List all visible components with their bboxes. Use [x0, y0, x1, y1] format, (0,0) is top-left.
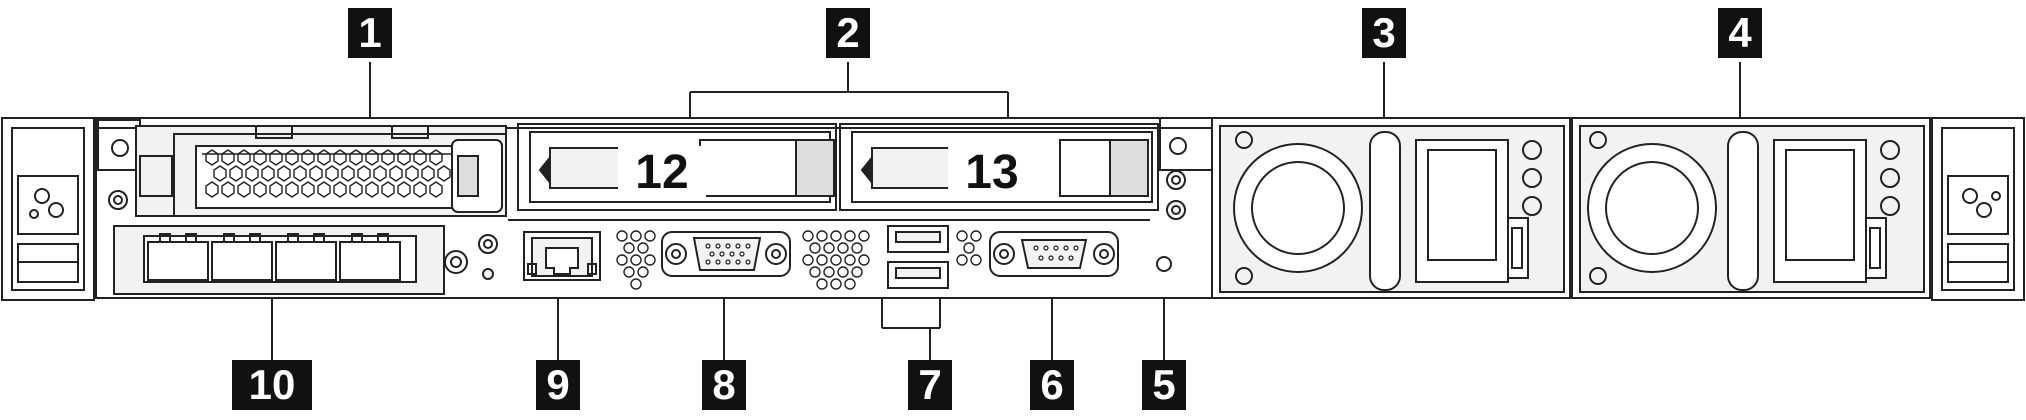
- right-rack-ear: [1931, 117, 2025, 301]
- callout-8: 8: [702, 360, 746, 410]
- vga-connector: [661, 231, 791, 277]
- nmi-button: [1156, 256, 1172, 272]
- pcie-slot-1-vent: [205, 149, 451, 198]
- callout-5: 5: [1142, 360, 1186, 410]
- network-adapter-slot: [113, 225, 468, 295]
- callout-1: 1: [348, 8, 392, 58]
- left-rack-ear: [1, 117, 95, 301]
- usb-ports: [887, 225, 949, 289]
- callout-7: 7: [908, 360, 952, 410]
- vent-grille-left: [616, 230, 656, 290]
- callout-3: 3: [1362, 8, 1406, 58]
- management-ethernet-port: [523, 231, 601, 281]
- drive-bay-12-label: 12: [618, 146, 706, 200]
- callout-9: 9: [536, 360, 580, 410]
- vent-grille-center: [802, 230, 982, 290]
- status-leds: [478, 234, 498, 280]
- power-supply-1: [1211, 117, 1571, 299]
- callout-2: 2: [826, 8, 870, 58]
- callout-4: 4: [1718, 8, 1762, 58]
- serial-port: [989, 231, 1119, 277]
- callout-10: 10: [232, 360, 312, 410]
- drive-bay-13-label: 13: [948, 146, 1036, 200]
- power-supply-2: [1571, 117, 1931, 299]
- callout-6: 6: [1030, 360, 1074, 410]
